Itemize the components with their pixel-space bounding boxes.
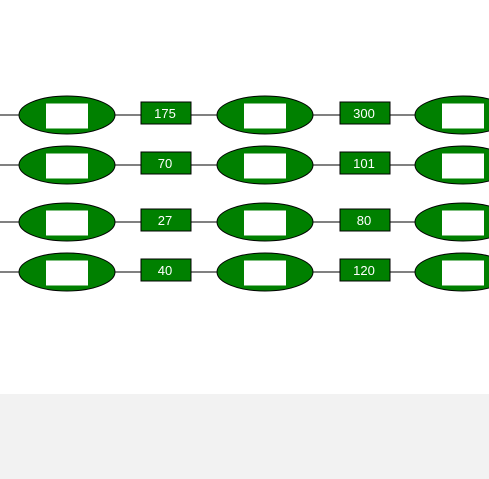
edge-label-box	[140, 258, 192, 282]
node-inner-box	[442, 210, 484, 236]
edge-label: 300	[339, 101, 391, 125]
chain-node	[18, 145, 116, 185]
chain-node	[216, 252, 314, 292]
edge-label: 40	[140, 258, 192, 282]
chain-row: 27 80	[0, 202, 489, 242]
edge-label-text: 300	[353, 106, 375, 121]
page-footer-band	[0, 394, 489, 479]
edge-label-text: 80	[357, 213, 371, 228]
node-inner-box	[46, 260, 88, 286]
chain-node	[18, 202, 116, 242]
chain-row: 70 101	[0, 145, 489, 185]
edge-label-box	[140, 208, 192, 232]
edge-label-text: 101	[353, 156, 375, 171]
edge-label-box	[339, 101, 391, 125]
chain-node	[216, 145, 314, 185]
node-inner-box	[442, 103, 484, 129]
chain-node	[414, 202, 489, 242]
chain-node	[216, 95, 314, 135]
edge-label: 101	[339, 151, 391, 175]
chain-row: 40 120	[0, 252, 489, 292]
chain-node	[414, 145, 489, 185]
node-inner-box	[244, 260, 286, 286]
chain-node	[18, 252, 116, 292]
chain-node	[414, 252, 489, 292]
edge-label-text: 120	[353, 263, 375, 278]
edge-label: 70	[140, 151, 192, 175]
chain-node	[18, 95, 116, 135]
node-inner-box	[244, 210, 286, 236]
node-inner-box	[46, 210, 88, 236]
node-inner-box	[46, 103, 88, 129]
chain-node	[414, 95, 489, 135]
edge-label-text: 40	[158, 263, 172, 278]
node-inner-box	[244, 103, 286, 129]
node-inner-box	[442, 153, 484, 179]
chain-node	[216, 202, 314, 242]
node-inner-box	[442, 260, 484, 286]
edge-label-box	[339, 151, 391, 175]
edge-label: 80	[339, 208, 391, 232]
edge-label: 175	[140, 101, 192, 125]
edge-label-box	[339, 208, 391, 232]
node-inner-box	[244, 153, 286, 179]
edge-label-box	[339, 258, 391, 282]
edge-label: 27	[140, 208, 192, 232]
edge-label: 120	[339, 258, 391, 282]
edge-label-text: 70	[158, 156, 172, 171]
edge-label-box	[140, 101, 192, 125]
edge-label-box	[140, 151, 192, 175]
chain-row: 175 300	[0, 95, 489, 135]
node-inner-box	[46, 153, 88, 179]
edge-label-text: 175	[154, 106, 176, 121]
linked-chain-diagram: 175 300 70 101 27 80 40 120	[0, 95, 489, 292]
edge-label-text: 27	[158, 213, 172, 228]
